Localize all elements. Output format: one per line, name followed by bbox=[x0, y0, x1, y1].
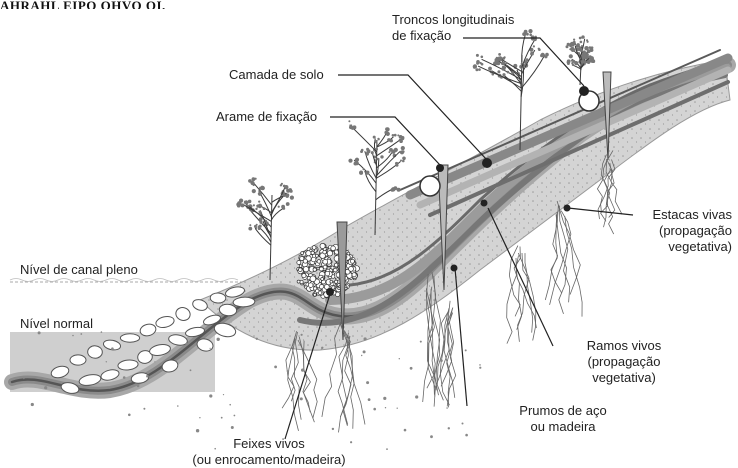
label-estacas-line1: Estacas vivas bbox=[630, 207, 732, 223]
label-ramos: Ramos vivos (propagação vegetativa) bbox=[576, 338, 672, 386]
label-troncos: Troncos longitudinais de fixação bbox=[392, 12, 514, 44]
label-troncos-line1: Troncos longitudinais bbox=[392, 12, 514, 28]
label-nivel-normal: Nível normal bbox=[20, 316, 93, 332]
stone bbox=[174, 306, 192, 323]
label-estacas-line3: vegetativa) bbox=[630, 239, 732, 255]
water-wave bbox=[10, 279, 238, 282]
tree bbox=[566, 35, 596, 85]
stone bbox=[210, 293, 226, 304]
label-arame: Arame de fixação bbox=[216, 109, 317, 125]
stone bbox=[155, 315, 175, 329]
label-prumos-line2: ou madeira bbox=[513, 419, 613, 435]
label-ramos-line3: vegetativa) bbox=[576, 370, 672, 386]
label-estacas: Estacas vivas (propagação vegetativa) bbox=[630, 207, 732, 255]
label-estacas-line2: (propagação bbox=[630, 223, 732, 239]
stone bbox=[70, 355, 86, 365]
label-camada: Camada de solo bbox=[229, 67, 324, 83]
root bbox=[507, 246, 537, 344]
stone bbox=[120, 334, 139, 342]
label-troncos-line2: de fixação bbox=[392, 28, 514, 44]
label-prumos: Prumos de aço ou madeira bbox=[513, 403, 613, 435]
label-feixes-line1: Feixes vivos bbox=[183, 436, 355, 452]
label-ramos-line2: (propagação bbox=[576, 354, 672, 370]
label-nivel-canal: Nível de canal pleno bbox=[20, 262, 138, 278]
label-ramos-line1: Ramos vivos bbox=[576, 338, 672, 354]
label-prumos-line1: Prumos de aço bbox=[513, 403, 613, 419]
label-feixes: Feixes vivos (ou enrocamento/madeira) bbox=[183, 436, 355, 468]
root bbox=[545, 201, 582, 317]
stone bbox=[87, 345, 102, 358]
